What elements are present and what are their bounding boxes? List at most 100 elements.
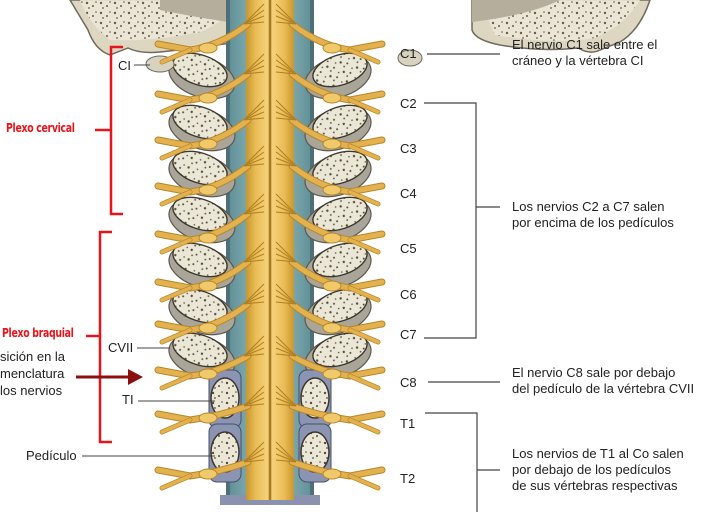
nerve-branch bbox=[348, 144, 380, 160]
nerve-label-c1: C1 bbox=[400, 46, 417, 61]
nerve-rootlet bbox=[243, 447, 265, 463]
nerve-rootlet bbox=[243, 253, 265, 263]
nerve-branch bbox=[348, 474, 380, 490]
nerve-rootlet bbox=[275, 391, 297, 407]
nerve-rootlet bbox=[243, 391, 265, 407]
dorsal-root-ganglion bbox=[322, 42, 342, 54]
nerve-rootlet bbox=[275, 117, 297, 121]
nerve-rootlet bbox=[243, 53, 265, 75]
nerve-branch bbox=[348, 374, 380, 390]
nerve-rootlet bbox=[243, 65, 265, 75]
dorsal-root-ganglion bbox=[198, 184, 218, 196]
vertebra-articular-pillar bbox=[168, 52, 236, 100]
nomenclature-note-line: sición en la bbox=[0, 349, 66, 364]
dorsal-root-ganglion bbox=[322, 92, 342, 104]
nerve-rootlet bbox=[243, 105, 265, 121]
nerve-rootlet bbox=[243, 347, 265, 357]
nerve-label-c5: C5 bbox=[400, 241, 417, 256]
vertebra-articular-pillar bbox=[304, 52, 372, 100]
nomenclature-note: sición en la menclatura los nervios bbox=[0, 348, 65, 399]
vertebra-ci-label: CI bbox=[118, 58, 131, 73]
nerve-rootlet bbox=[275, 441, 297, 463]
dorsal-root-ganglion bbox=[322, 280, 342, 292]
right-brackets bbox=[424, 53, 500, 512]
nerve-rootlet bbox=[243, 247, 265, 263]
plexo-braquial-bracket bbox=[86, 230, 112, 444]
nerve-branch bbox=[160, 98, 192, 114]
nerve-rootlet bbox=[275, 259, 297, 263]
dorsal-root-ganglion bbox=[198, 138, 218, 150]
nerve-label-c4: C4 bbox=[400, 186, 417, 201]
nerve-rootlet bbox=[243, 59, 265, 75]
nerve-branch bbox=[348, 418, 380, 434]
nerve-rootlet bbox=[243, 385, 265, 407]
nerve-rootlet bbox=[243, 9, 265, 25]
nerve-rootlet bbox=[243, 335, 265, 357]
description-line: por encima de los pedículos bbox=[512, 215, 674, 230]
left-leader-lines bbox=[82, 64, 215, 457]
nerve-rootlet bbox=[275, 241, 297, 263]
nerve-branch bbox=[160, 474, 192, 490]
description-line: El nervio C8 sale por debajo bbox=[512, 365, 676, 380]
plexo-cervical-label: Plexo cervical bbox=[6, 121, 75, 135]
nerve-rootlet bbox=[275, 157, 297, 167]
nerve-branch bbox=[348, 98, 380, 114]
nerve-rootlet bbox=[243, 459, 265, 463]
nerve-rootlet bbox=[243, 341, 265, 357]
nerve-rootlet bbox=[243, 353, 265, 357]
nerve-rootlet bbox=[243, 295, 265, 305]
nerve-rootlet bbox=[275, 145, 297, 167]
plexo-cervical-bracket bbox=[95, 45, 123, 216]
nerve-rootlet bbox=[275, 397, 297, 407]
nerve-branch bbox=[348, 48, 380, 64]
nerve-label-c2: C2 bbox=[400, 96, 417, 111]
spinal-nerves bbox=[154, 3, 386, 491]
nerve-rootlet bbox=[275, 71, 297, 75]
nerve-rootlet bbox=[275, 193, 297, 215]
nerve-rootlet bbox=[243, 3, 265, 25]
nerve-rootlet bbox=[275, 163, 297, 167]
nerve-rootlet bbox=[243, 111, 265, 121]
dorsal-root-ganglion bbox=[322, 184, 342, 196]
atlas-lateral-mass bbox=[397, 49, 423, 67]
nerve-rootlet bbox=[275, 283, 297, 305]
nerve-rootlet bbox=[243, 397, 265, 407]
nerve-rootlet bbox=[275, 341, 297, 357]
nerve-branch bbox=[160, 238, 192, 254]
dorsal-root-ganglion bbox=[198, 368, 218, 380]
nerve-rootlet bbox=[275, 335, 297, 357]
nerve-rootlet bbox=[275, 447, 297, 463]
nerve-rootlet bbox=[275, 9, 297, 25]
nerve-branch bbox=[348, 286, 380, 302]
description-line: El nervio C1 sale entre el bbox=[512, 37, 658, 52]
dorsal-root-ganglion bbox=[198, 42, 218, 54]
nerve-rootlet bbox=[275, 21, 297, 25]
nerve-rootlet bbox=[243, 289, 265, 305]
dorsal-root-ganglion bbox=[198, 468, 218, 480]
nerve-rootlet bbox=[275, 459, 297, 463]
description-line: cráneo y la vértebra CI bbox=[512, 53, 644, 68]
dorsal-root-ganglion bbox=[198, 322, 218, 334]
nerve-label-c3: C3 bbox=[400, 141, 417, 156]
nomenclature-change-arrow bbox=[76, 369, 143, 385]
nerve-rootlet bbox=[243, 301, 265, 305]
dorsal-root-ganglion bbox=[322, 322, 342, 334]
nerve-rootlet bbox=[275, 353, 297, 357]
nerve-rootlet bbox=[243, 241, 265, 263]
nerve-label-c6: C6 bbox=[400, 287, 417, 302]
dorsal-root-ganglion bbox=[322, 368, 342, 380]
nerve-rootlet bbox=[243, 117, 265, 121]
nerve-rootlet bbox=[243, 283, 265, 305]
nerve-rootlet bbox=[275, 151, 297, 167]
nerve-rootlet bbox=[275, 99, 297, 121]
nerve-rootlet bbox=[275, 211, 297, 215]
nerve-rootlet bbox=[243, 163, 265, 167]
plexo-braquial-label: Plexo braquial bbox=[2, 326, 74, 340]
description-line: Los nervios C2 a C7 salen bbox=[512, 199, 665, 214]
dorsal-root-ganglion bbox=[322, 468, 342, 480]
nerve-rootlet bbox=[243, 193, 265, 215]
dorsal-root-ganglion bbox=[198, 412, 218, 424]
dorsal-root-ganglion bbox=[322, 232, 342, 244]
nerve-rootlet bbox=[275, 105, 297, 121]
nerve-branch bbox=[160, 144, 192, 160]
